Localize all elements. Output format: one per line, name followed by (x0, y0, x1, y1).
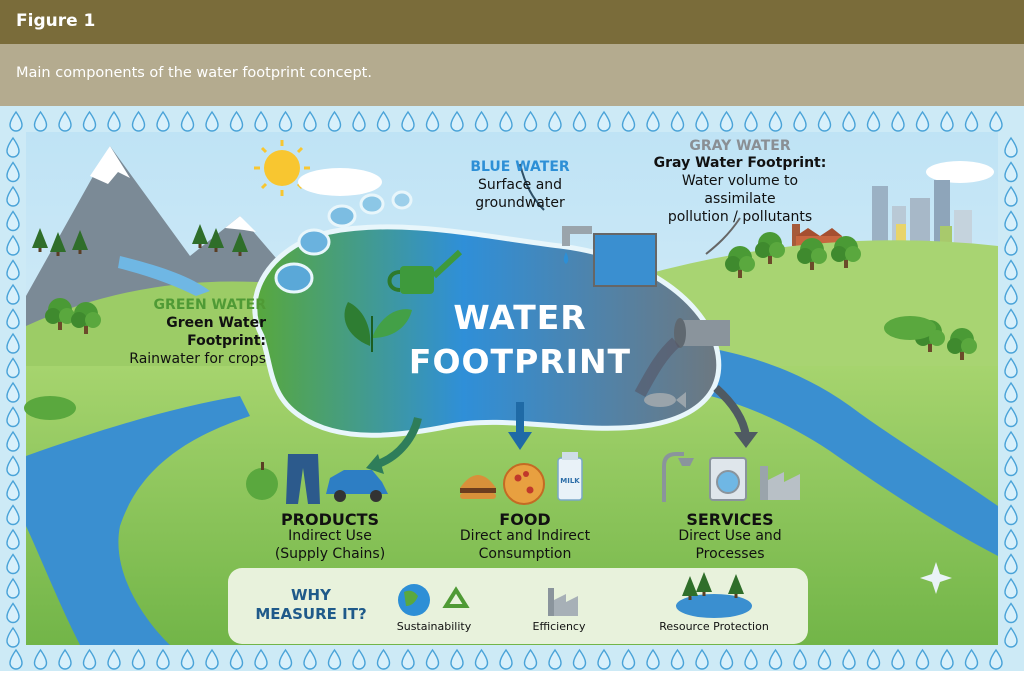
washing-machine-icon (709, 457, 747, 501)
sun-icon (254, 140, 310, 196)
blue-pointer (519, 163, 545, 211)
river-left (26, 396, 250, 645)
river-right (640, 342, 998, 556)
services-line-1: Direct Use and (678, 528, 782, 544)
gray-water-line-3: assimilate (704, 191, 776, 207)
food-line-2: Consumption (478, 546, 572, 562)
center-title-2: FOOTPRINT (408, 342, 632, 381)
figure-label: Figure 1 (16, 11, 96, 31)
products-line-2: (Supply Chains) (274, 546, 386, 562)
cloud (298, 168, 382, 196)
illustration-svg (0, 106, 1024, 671)
pipe-icon (634, 318, 730, 397)
milk-icon (557, 452, 583, 501)
apple-icon (246, 462, 278, 500)
car-icon (326, 470, 388, 502)
why-item-efficiency: Efficiency (532, 620, 586, 633)
watering-can-icon (387, 249, 463, 294)
illustration: BLUE WATER Surface and groundwater GRAY … (0, 106, 1024, 671)
milk-label: MILK (560, 477, 580, 485)
food-line-1: Direct and Indirect (459, 528, 591, 544)
leaf-icon (344, 302, 412, 352)
blue-water-desc-2: groundwater (475, 195, 565, 211)
gray-pointer (705, 217, 741, 255)
why-title-1: WHY (291, 586, 331, 604)
figure-header: Figure 1 (0, 0, 1024, 44)
why-panel (228, 568, 808, 644)
mountains (26, 146, 300, 326)
products-line-1: Indirect Use (288, 528, 372, 544)
products-arrow (376, 416, 422, 468)
recycle-icon (442, 586, 470, 608)
why-item-sustainability: Sustainability (396, 620, 472, 633)
green-water-line-1: Green Water (166, 315, 266, 331)
gray-water-line-1: Gray Water Footprint: (653, 155, 827, 171)
services-line-2: Processes (695, 546, 765, 562)
green-water-line-3: Rainwater for crops (129, 351, 266, 367)
why-title-2: MEASURE IT? (255, 605, 367, 623)
gray-water-title: GRAY WATER (689, 138, 791, 154)
faucet-icon (562, 226, 592, 264)
water-tank (593, 233, 657, 287)
globe-icon (398, 584, 430, 616)
center-title-1: WATER (453, 298, 587, 337)
food-title: FOOD (499, 510, 551, 529)
blue-water-desc-1: Surface and (477, 177, 563, 193)
sparkle-icon (920, 562, 952, 594)
shower-icon (662, 452, 694, 502)
industry-icon (760, 466, 800, 500)
green-water-title: GREEN WATER (153, 297, 266, 313)
products-title: PRODUCTS (280, 510, 380, 529)
fish-icon (644, 392, 686, 408)
jeans-icon (286, 454, 320, 504)
city-skyline (872, 180, 972, 246)
pizza-icon (503, 463, 545, 505)
burger-icon (460, 475, 496, 499)
services-title: SERVICES (686, 510, 774, 529)
efficiency-factory-icon (548, 588, 578, 616)
blue-water-title: BLUE WATER (470, 159, 570, 175)
figure-caption: Main components of the water footprint c… (0, 44, 1024, 106)
green-water-line-2: Footprint: (187, 333, 266, 349)
gray-water-line-4: pollution / pollutants (667, 209, 813, 225)
lake-icon (676, 572, 752, 618)
why-item-resource-protection: Resource Protection (659, 620, 769, 633)
gray-water-line-2: Water volume to (681, 173, 799, 189)
caption-text: Main components of the water footprint c… (16, 65, 372, 81)
